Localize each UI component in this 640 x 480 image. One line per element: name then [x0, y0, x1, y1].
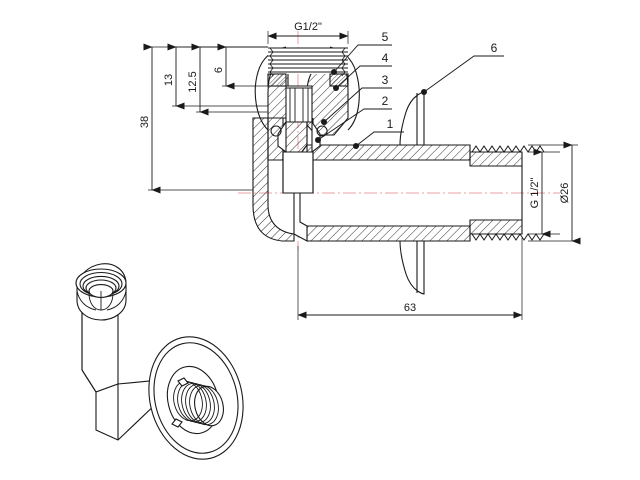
- leader-dot-6: [421, 89, 427, 95]
- cartridge-ribs: [286, 87, 312, 122]
- extension-lines: [148, 31, 578, 320]
- callout-label-3: 3: [382, 73, 389, 87]
- flange-lower-half: [399, 240, 425, 295]
- dimension-lines: [143, 31, 581, 320]
- callout-leaders: [315, 44, 504, 149]
- dim-text-12-5: 12.5: [187, 71, 199, 92]
- callout-label-2: 2: [382, 94, 389, 108]
- callout-label-5: 5: [382, 30, 389, 44]
- outlet-lower-wall: [469, 219, 523, 235]
- dim-text-g12-top: G1/2": [294, 21, 322, 33]
- dimension-texts: 38 13 12.5 6 G1/2" 63 G 1/2" Ø26: [139, 21, 571, 314]
- leader-dot-3: [321, 119, 327, 125]
- outlet-thread-lower: [471, 233, 545, 241]
- iso-nut-hex-facets: [76, 290, 127, 311]
- iso-hub-notch-top: [177, 377, 189, 387]
- dim-text-38: 38: [139, 116, 151, 128]
- dim-text-63: 63: [404, 302, 416, 314]
- leader-5: [333, 44, 392, 73]
- oring-left: [270, 125, 282, 137]
- callout-label-4: 4: [382, 51, 389, 65]
- flange-upper-half: [399, 91, 425, 146]
- leader-4: [335, 65, 392, 89]
- outlet-upper-wall: [469, 151, 523, 167]
- leader-dot-4: [333, 85, 339, 91]
- seat-washer-right: [329, 73, 349, 87]
- callout-labels: 5 4 3 2 1 6: [382, 30, 498, 131]
- leader-dot-5: [331, 69, 337, 75]
- elbow-left-outer-wall: [252, 117, 295, 242]
- elbow-inner-transition: [293, 192, 308, 242]
- barrel-upper-wall: [306, 144, 471, 161]
- barrel-lower-wall: [306, 225, 471, 242]
- section-view: [252, 46, 545, 295]
- dim-text-13: 13: [163, 74, 175, 86]
- leader-dot-1: [353, 143, 359, 149]
- inlet-thread-flanks: [269, 47, 346, 77]
- dim-text-6: 6: [213, 67, 225, 73]
- leader-3: [323, 87, 392, 123]
- seat-washer-left: [267, 73, 287, 87]
- dim-text-d26: Ø26: [559, 183, 571, 204]
- outlet-thread-upper: [471, 145, 545, 153]
- leader-2: [317, 108, 392, 141]
- iso-upper-tube-shade: [81, 300, 97, 393]
- spigot-body: [282, 151, 314, 194]
- callout-label-6: 6: [491, 41, 498, 55]
- dim-text-g12-outlet: G 1/2": [529, 178, 541, 209]
- isometric-view: [75, 263, 244, 460]
- iso-hub-notch-bottom: [171, 418, 183, 428]
- leader-dot-2: [315, 137, 321, 143]
- leader-6: [423, 55, 504, 93]
- leader-1: [355, 131, 404, 147]
- oring-right: [316, 125, 328, 137]
- callout-label-1: 1: [387, 117, 394, 131]
